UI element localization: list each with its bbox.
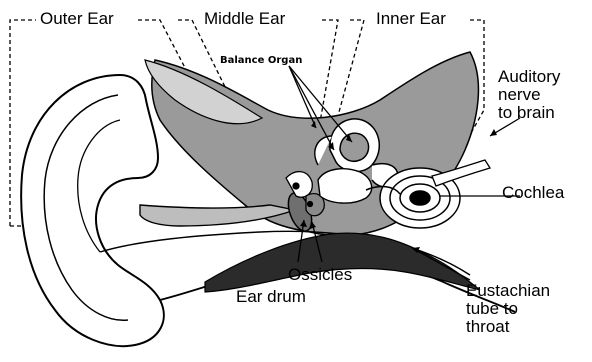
label-eustachian-tube: Eustachian tube to throat <box>466 282 550 336</box>
label-outer-ear: Outer Ear <box>38 10 116 28</box>
ear-canal <box>140 205 295 226</box>
auditory-nerve-line-1: Auditory <box>498 68 560 86</box>
eustachian-line-1: Eustachian <box>466 282 550 300</box>
label-middle-ear: Middle Ear <box>202 10 287 28</box>
auditory-nerve-line-3: to brain <box>498 104 560 122</box>
label-ear-drum: Ear drum <box>236 288 306 306</box>
label-cochlea: Cochlea <box>502 184 564 202</box>
auditory-nerve-line-2: nerve <box>498 86 560 104</box>
vestibule <box>318 169 372 203</box>
eustachian-line-3: throat <box>466 318 550 336</box>
eustachian-line-2: tube to <box>466 300 550 318</box>
label-balance-organ: Balance Organ <box>220 56 302 67</box>
label-auditory-nerve: Auditory nerve to brain <box>498 68 560 122</box>
label-ossicles: Ossicles <box>288 266 352 284</box>
label-inner-ear: Inner Ear <box>374 10 448 28</box>
